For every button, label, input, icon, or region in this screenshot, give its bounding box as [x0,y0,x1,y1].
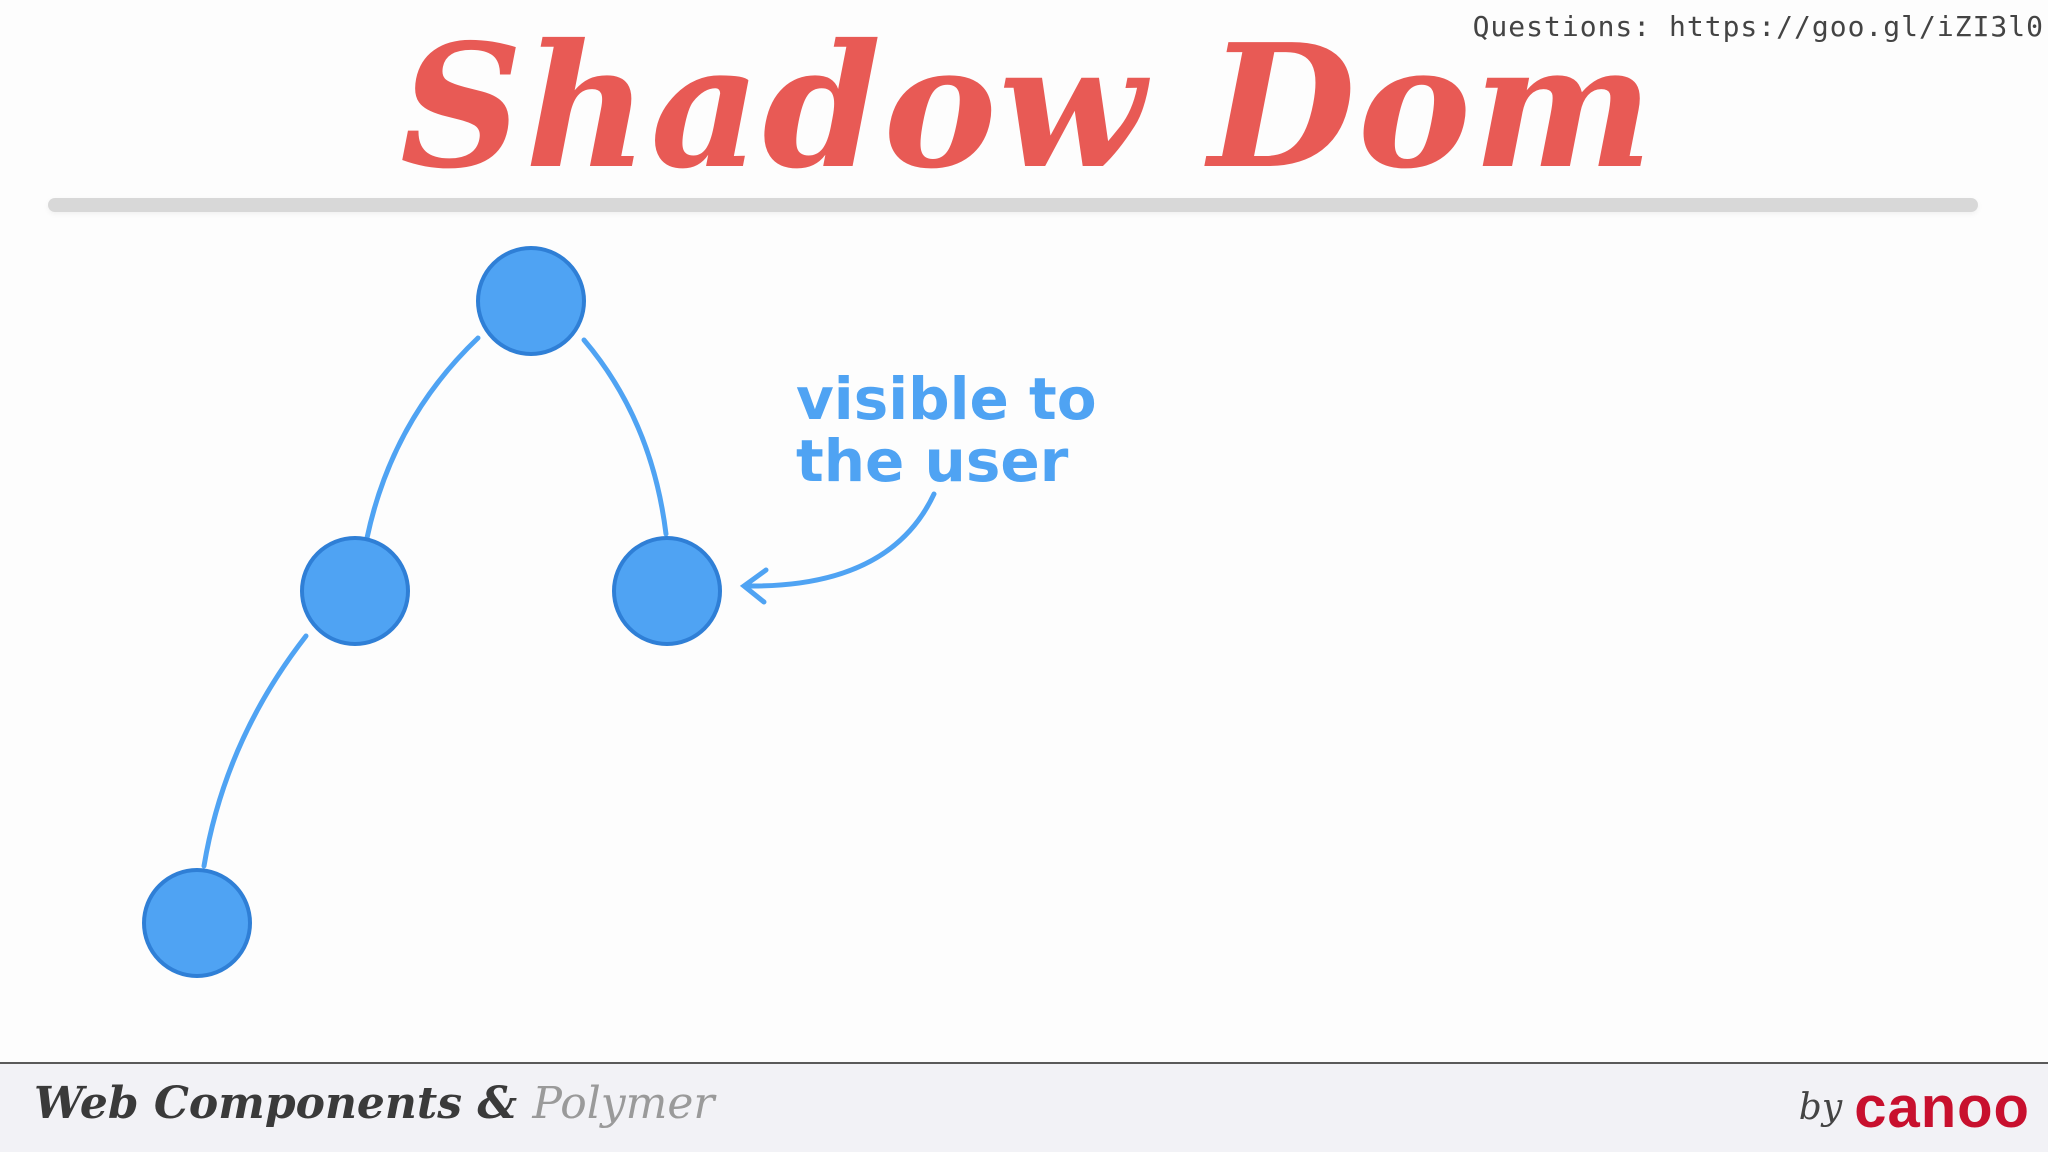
course-title-polymer: Polymer [532,1078,715,1129]
questions-link: Questions: https://goo.gl/iZI3l0 [1472,10,2044,43]
title-underline-stroke [48,198,1978,212]
tree-node-root [476,246,586,356]
canoo-logo: canoo [1854,1075,2030,1140]
by-label: by [1798,1087,1843,1128]
annotation-line-2: the user [796,427,1069,495]
annotation-label: visible to the user [796,368,1097,492]
tree-node-right [612,536,722,646]
slide-title: Shadow Dom [400,7,1655,207]
annotation-arrow [743,491,937,589]
edge-root-left [364,335,481,541]
tree-node-leaf [142,868,252,978]
course-title: Web Components & Polymer [34,1078,714,1129]
tree-node-left [300,536,410,646]
edge-left-leaf [201,633,309,869]
edge-root-right [581,337,669,537]
course-title-part1: Web Components & [34,1078,533,1129]
annotation-line-1: visible to [796,365,1097,433]
arrow-head [739,567,769,605]
